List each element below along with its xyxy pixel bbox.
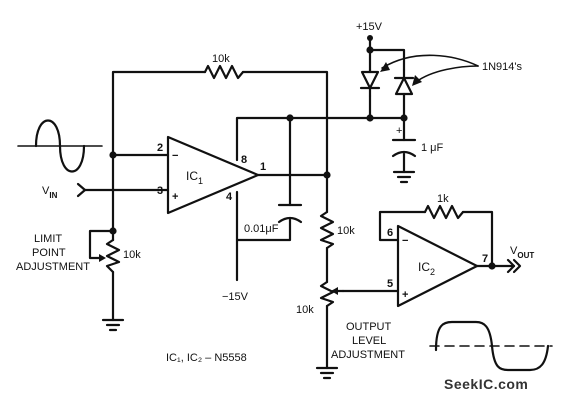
limit-label-line1: LIMIT — [34, 233, 62, 245]
vin-input: VIN — [42, 182, 87, 200]
ic1-pin-noninv: 3 — [157, 185, 163, 197]
diode-left — [359, 68, 381, 98]
output-label-line3: ADJUSTMENT — [331, 349, 405, 361]
svg-text:VIN: VIN — [42, 185, 58, 200]
ic1-pin-out: 1 — [260, 161, 266, 173]
cap-supply: + 1 μF — [391, 125, 444, 158]
ic1-pin-inv: 2 — [157, 142, 163, 154]
ic1-pin-vneg: 4 — [226, 191, 233, 203]
ic1-name: IC — [186, 169, 198, 183]
diode-right — [393, 68, 415, 98]
ic1-sub: 1 — [198, 176, 203, 186]
output-level-pot: 10k — [296, 280, 345, 316]
limit-point-label: LIMIT POINT ADJUSTMENT — [16, 233, 90, 273]
ic-note-text: IC₁, IC₂ – N5558 — [166, 352, 247, 364]
ic2-pin-inv: 6 — [387, 227, 393, 239]
ic2-name: IC — [418, 260, 430, 274]
svg-text:IC1: IC1 — [186, 169, 203, 186]
watermark: SeekIC.com — [444, 376, 528, 392]
ic1-pin-vpos: 8 — [241, 154, 247, 166]
ic2-sign-inv: − — [402, 235, 408, 247]
vout-sub: OUT — [517, 251, 534, 260]
cap-output-label: 0.01μF — [244, 223, 279, 235]
ic2-pin-out: 7 — [482, 253, 488, 265]
ic1-sign-noninv: + — [172, 191, 178, 203]
divider-resistor: 10k — [319, 210, 355, 250]
input-sine-waveform — [17, 119, 103, 173]
ic2-pin-noninv: 5 — [387, 278, 393, 290]
svg-text:IC2: IC2 — [418, 260, 435, 277]
output-label-line2: LEVEL — [352, 335, 386, 347]
output-level-label: OUTPUT LEVEL ADJUSTMENT — [331, 321, 405, 361]
ic-note: IC₁, IC₂ – N5558 — [166, 352, 247, 364]
junctions — [109, 46, 496, 270]
op-amp-ic1: IC1 − + 2 3 1 8 4 — [157, 135, 266, 215]
output-clipped-waveform — [429, 320, 553, 372]
svg-text:VOUT: VOUT — [510, 245, 534, 260]
vin-sub: IN — [49, 191, 57, 200]
vin-label: V — [42, 185, 50, 197]
feedback-resistor-label: 10k — [212, 53, 230, 65]
ground-limit-pot — [101, 318, 125, 332]
diode-label: 1N914's — [482, 61, 523, 73]
diode-callout: 1N914's — [380, 54, 523, 86]
limit-label-line2: POINT — [32, 247, 66, 259]
op-amp-ic2: IC2 − + 6 5 7 — [387, 224, 488, 308]
limit-pot-label: 10k — [123, 249, 141, 261]
ic2-sub: 2 — [430, 267, 435, 277]
vout-label: V — [510, 245, 518, 257]
divider-resistor-label: 10k — [337, 225, 355, 237]
supply-negative: −15V — [222, 291, 249, 303]
cap-output: 0.01μF — [244, 203, 303, 235]
limit-label-line3: ADJUSTMENT — [16, 261, 90, 273]
watermark-text: SeekIC.com — [444, 376, 528, 392]
output-label-line1: OUTPUT — [346, 321, 392, 333]
feedback-resistor: 10k — [203, 53, 245, 80]
supply-positive-label: +15V — [356, 21, 383, 33]
ground-output-pot — [315, 366, 339, 380]
wires — [83, 36, 516, 370]
output-pot-label: 10k — [296, 304, 314, 316]
ground-cap-supply — [392, 170, 416, 184]
cap-supply-label: 1 μF — [421, 142, 444, 154]
ic2-feedback-label: 1k — [437, 193, 449, 205]
ic1-sign-inv: − — [172, 150, 178, 162]
vout-output: VOUT — [506, 245, 534, 274]
svg-text:+: + — [396, 125, 402, 137]
ic2-feedback-resistor: 1k — [423, 193, 465, 220]
supply-negative-label: −15V — [222, 291, 249, 303]
limit-point-pot: 10k — [88, 229, 141, 274]
ic2-sign-noninv: + — [402, 289, 408, 301]
supply-positive: +15V — [356, 21, 383, 41]
